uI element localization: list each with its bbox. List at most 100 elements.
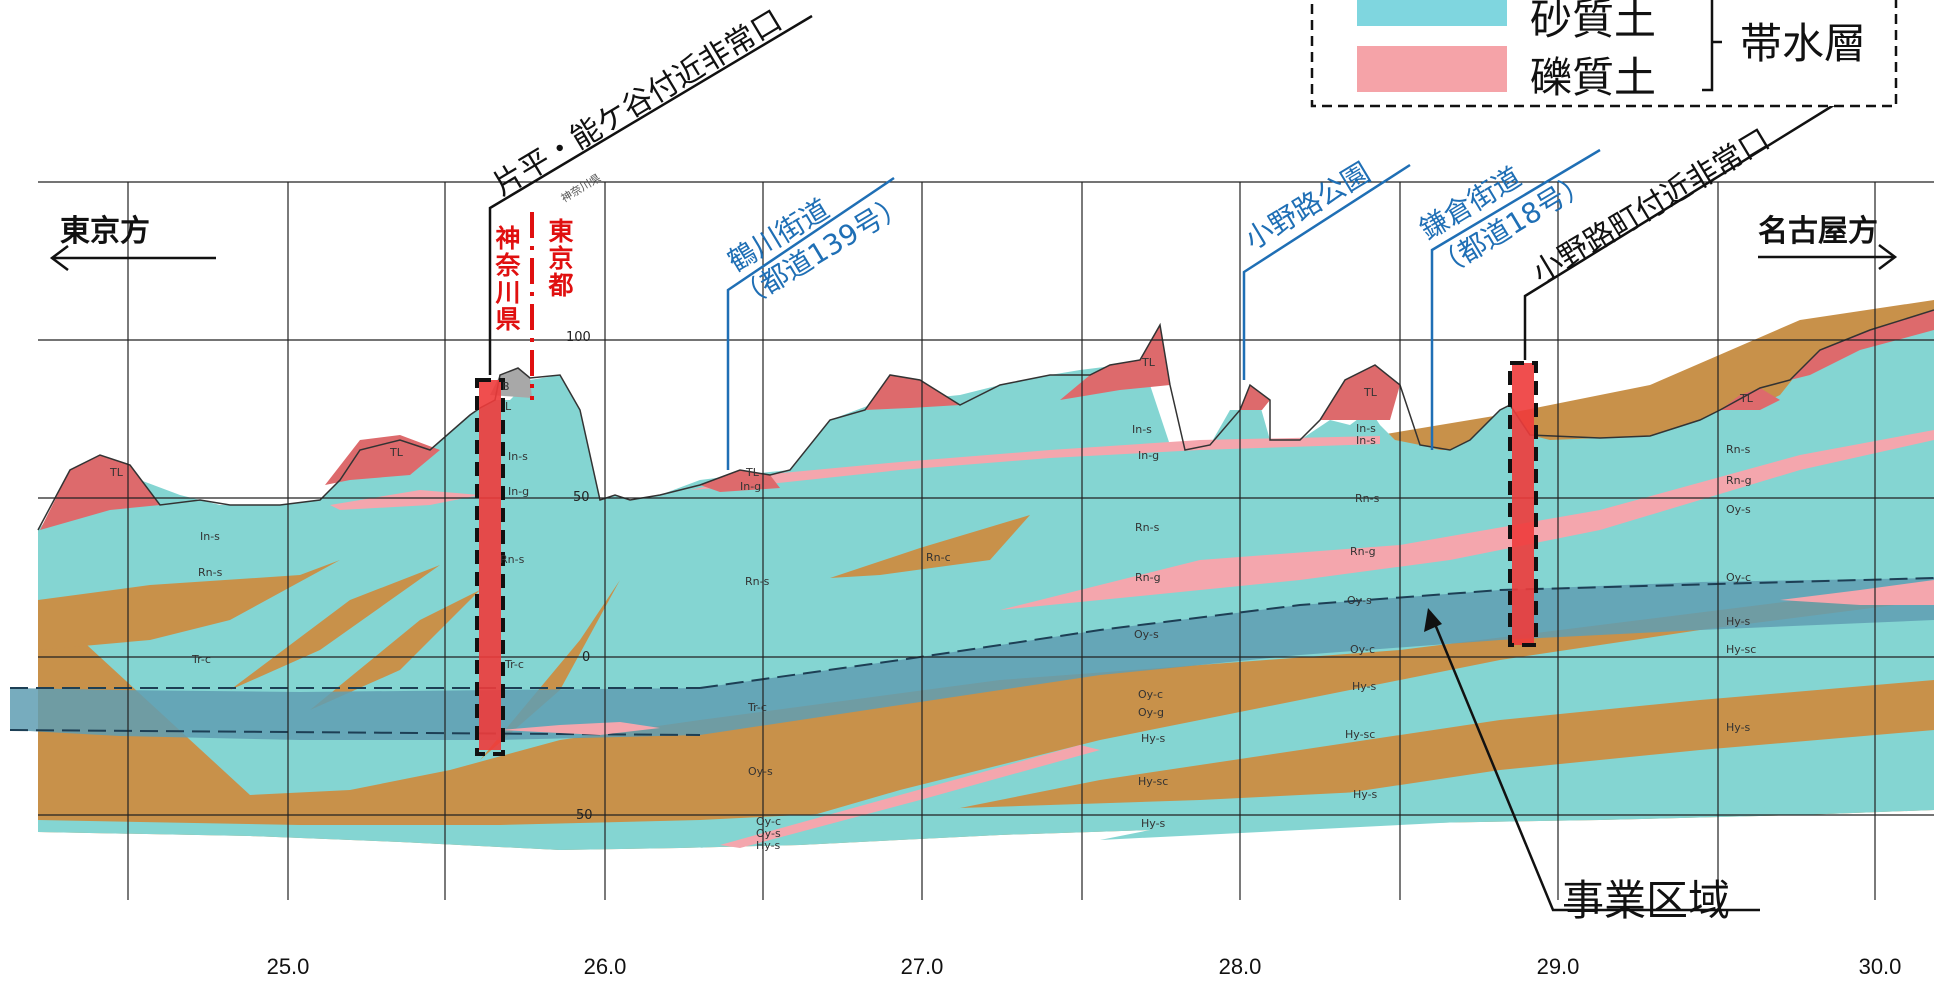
layer-label-tl: TL	[1740, 392, 1753, 405]
onoji-leader	[1523, 98, 1843, 360]
layer-label-rn-s: Rn-s	[1135, 521, 1160, 534]
layer-label-rn-g: Rn-g	[1135, 571, 1161, 584]
layer-label-rn-s: Rn-s	[1726, 443, 1751, 456]
legend-group-label: 帯水層	[1740, 19, 1867, 68]
layer-label-in-g: In-g	[1138, 449, 1160, 462]
layer-label-tl: TL	[746, 466, 759, 479]
nagoya-direction-label: 名古屋方	[1758, 214, 1878, 249]
layer-label-in-s: In-s	[1132, 423, 1152, 436]
layer-label-tr-c: Tr-c	[192, 653, 211, 666]
nagoya-arrow-head	[1878, 244, 1898, 270]
onoji-shaft	[1512, 363, 1534, 645]
katahira-leader	[488, 14, 813, 375]
layer-label-in-s: In-s	[508, 450, 528, 463]
layer-label-tl: TL	[1142, 356, 1155, 369]
layer-label-oy-c: Oy-c	[1350, 643, 1375, 656]
layer-label-rn-s: Rn-s	[500, 553, 525, 566]
tokyo-label: 東京都	[548, 217, 574, 300]
topsoil-tl-7	[1320, 365, 1400, 420]
gravel-lens-1	[330, 490, 480, 510]
layer-label-in-s: In-s	[1356, 422, 1376, 435]
layer-label-tr-c: Tr-c	[505, 658, 524, 671]
km-26: 26.0	[583, 954, 627, 979]
layer-label-in-g: In-g	[740, 480, 762, 493]
layer-label-rn-s: Rn-s	[1355, 492, 1380, 505]
elev-0: 0	[582, 650, 591, 665]
km-25: 25.0	[266, 954, 310, 979]
project-area-label: 事業区域	[1562, 876, 1731, 925]
gravel-lens-3	[1000, 430, 1934, 610]
layer-label-rn-s: Rn-s	[198, 566, 223, 579]
sand-lower-3	[1100, 730, 1934, 840]
elev-50-lower: 50	[576, 808, 593, 823]
layer-label-oy-c-small: Oy-c	[756, 815, 781, 828]
project-area-arrowhead	[1424, 608, 1442, 632]
elev-100: 100	[566, 330, 591, 345]
layer-label-hy-s: Hy-s	[1726, 721, 1751, 734]
elev-50-upper: 50	[573, 490, 590, 505]
onoji-shaft-outline	[1508, 361, 1538, 647]
kanagawa-label: 神奈川県	[495, 224, 521, 334]
layer-label-rn-g: Rn-g	[1350, 545, 1376, 558]
clay-wedge-3	[310, 590, 480, 710]
layer-label-oy-s: Oy-s	[1347, 594, 1372, 607]
clay-lens-rnc	[830, 515, 1030, 578]
layer-label-hy-s: Hy-s	[1352, 680, 1377, 693]
layer-label-hy-s: Hy-s	[1141, 817, 1166, 830]
gravel-lens-4	[1780, 580, 1934, 605]
legend-sand-label: 砂質土	[1530, 0, 1657, 44]
topsoil-tl-3	[700, 470, 780, 492]
layer-label-oy-s: Oy-s	[748, 765, 773, 778]
layer-label-hy-s-small: Hy-s	[756, 839, 781, 852]
topsoil-tl-4	[865, 375, 960, 410]
layer-label-rn-g: Rn-g	[1726, 474, 1752, 487]
layer-label-hy-s: Hy-s	[1353, 788, 1378, 801]
layer-label-hy-sc: Hy-sc	[1345, 728, 1376, 741]
layer-label-hy-sc: Hy-sc	[1726, 643, 1757, 656]
ground-surface	[37, 309, 1934, 531]
km-30: 30.0	[1858, 954, 1902, 979]
clay-wedge-2	[230, 565, 440, 690]
layer-label-oy-g: Oy-g	[1138, 706, 1164, 719]
katahira-shaft	[479, 380, 501, 750]
legend-gravel-label: 礫質土	[1530, 53, 1657, 102]
layer-label-oy-s: Oy-s	[1134, 628, 1159, 641]
layer-label-hy-s: Hy-s	[1141, 732, 1166, 745]
legend-gravel-swatch	[1357, 46, 1507, 92]
layer-label-rn-s: Rn-s	[745, 575, 770, 588]
katahira-shaft-outline	[475, 378, 505, 756]
layer-label-oy-s: Oy-s	[1726, 503, 1751, 516]
km-27: 27.0	[900, 954, 944, 979]
layer-label-tl: TL	[1364, 386, 1377, 399]
layer-label-in-g: In-g	[508, 485, 530, 498]
km-29: 29.0	[1536, 954, 1580, 979]
layer-label-oy-c: Oy-c	[1726, 571, 1751, 584]
band-edge-top-east	[699, 577, 1934, 689]
grid-lines	[38, 181, 1934, 900]
topsoil-tl-9	[1790, 310, 1934, 380]
clay-wedge-1	[38, 560, 340, 650]
onoji-park-leader	[1242, 163, 1411, 380]
layer-label-l: L	[505, 400, 512, 413]
tokyo-arrow-head	[49, 245, 69, 271]
project-area-leader	[1428, 611, 1760, 912]
topsoil-tl-2	[325, 435, 440, 485]
gravel-lens-2	[690, 436, 1380, 490]
layer-label-tl: TL	[390, 446, 403, 459]
gravel-lens-6	[500, 722, 660, 735]
topsoil-tl-8	[1720, 388, 1780, 410]
layer-label-tr-c: Tr-c	[748, 701, 767, 714]
legend-sand-swatch	[1357, 0, 1507, 26]
topsoil-tl-1	[40, 455, 160, 530]
layer-label-tl: TL	[110, 466, 123, 479]
sand-lower-2	[700, 600, 1934, 848]
layer-label-b: B	[502, 380, 510, 393]
tsurukawa-leader	[726, 176, 895, 470]
layer-label-in-s: In-s	[200, 530, 220, 543]
layer-label-hy-s: Hy-s	[1726, 615, 1751, 628]
layer-label-rn-c: Rn-c	[926, 551, 951, 564]
topsoil-tl-5	[1060, 325, 1170, 400]
kamakura-leader	[1430, 148, 1601, 450]
